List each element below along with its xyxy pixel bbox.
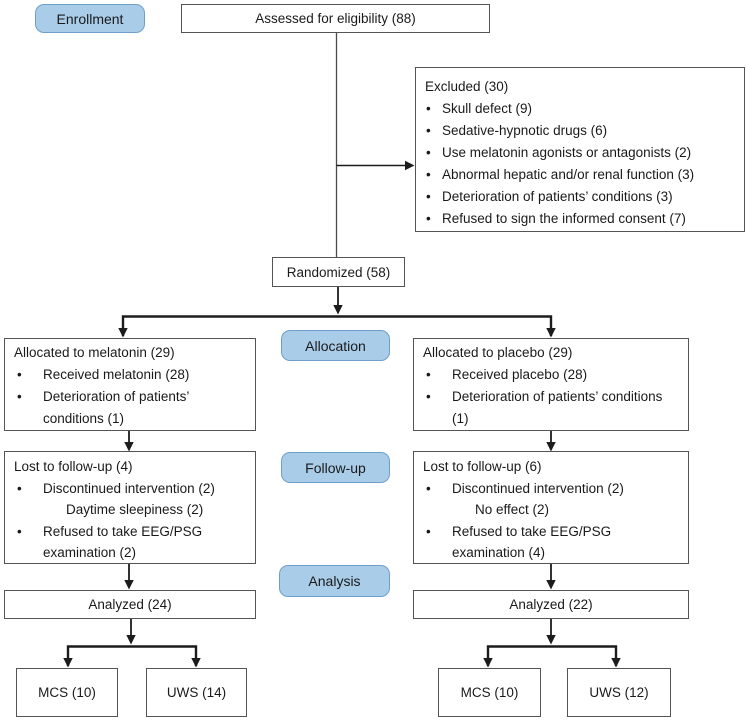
bullet-icon: • — [426, 389, 431, 404]
connector-left-bottom-bar — [66, 645, 198, 666]
connector-excluded-branch — [336, 160, 415, 171]
excluded-item: Refused to sign the informed consent (7) — [442, 211, 686, 226]
mcs-placebo-box: MCS (10) — [438, 668, 541, 717]
lost-item: Discontinued intervention (2) — [43, 480, 215, 496]
allocated-item: Received placebo (28) — [452, 367, 588, 382]
analyzed-melatonin-box: Analyzed (24) — [4, 590, 256, 619]
arrowhead-uws-right — [611, 658, 621, 668]
bullet-icon: • — [426, 145, 431, 160]
uws-melatonin-box: UWS (14) — [146, 668, 247, 717]
arrowhead-mcs-right — [483, 658, 493, 668]
bullet-icon: • — [17, 367, 22, 382]
bullet-icon: • — [426, 123, 431, 138]
list-item: • Refused to take EEG/PSG examination (2… — [14, 521, 249, 564]
lost-item-reason: Daytime sleepiness (2) — [66, 502, 204, 518]
list-item: • Deterioration of patients’ conditions … — [14, 386, 249, 430]
stage-label-allocation: Allocation — [281, 330, 390, 361]
excluded-item: Deterioration of patients’ conditions (3… — [442, 189, 673, 204]
list-item: • Discontinued intervention (2) — [14, 478, 249, 500]
stage-label-enrollment: Enrollment — [35, 4, 145, 33]
excluded-item: Abnormal hepatic and/or renal function (… — [442, 167, 695, 182]
lost-melatonin-title: Lost to follow-up (4) — [14, 459, 133, 474]
allocated-item: Deterioration of patients’ conditions (1… — [452, 389, 663, 426]
excluded-item: Skull defect (9) — [442, 101, 533, 116]
arrowhead-mcs-left — [63, 658, 73, 668]
mcs-melatonin-box: MCS (10) — [16, 668, 118, 717]
lost-item: Discontinued intervention (2) — [452, 480, 624, 496]
bullet-icon: • — [17, 480, 22, 496]
list-item: • Use melatonin agonists or antagonists … — [425, 142, 738, 164]
lost-followup-melatonin-box: Lost to follow-up (4) • Discontinued int… — [4, 451, 256, 564]
lost-item: Refused to take EEG/PSG examination (4) — [452, 523, 612, 561]
bullet-icon: • — [426, 101, 431, 116]
list-item: • Abnormal hepatic and/or renal function… — [425, 164, 738, 186]
arrowhead-alloc-left — [118, 328, 128, 338]
list-item: • Skull defect (9) — [425, 98, 738, 120]
stage-label-analysis: Analysis — [279, 565, 390, 597]
uws-placebo-box: UWS (12) — [567, 668, 671, 717]
connector-randomized-split — [333, 287, 343, 315]
bullet-icon: • — [17, 523, 22, 539]
bullet-icon: • — [17, 389, 22, 404]
bullet-icon: • — [426, 367, 431, 382]
excluded-item: Sedative-hypnotic drugs (6) — [442, 123, 608, 138]
list-item: • Received melatonin (28) — [14, 364, 249, 386]
lost-item: Refused to take EEG/PSG examination (2) — [43, 523, 203, 561]
bullet-icon: • — [426, 480, 431, 496]
lost-item-reason: No effect (2) — [475, 502, 550, 518]
connector-left-analyzed-split — [126, 619, 136, 645]
list-item: • Refused to take EEG/PSG examination (4… — [423, 521, 682, 564]
allocated-item: Deterioration of patients’ conditions (1… — [43, 389, 189, 426]
arrowhead-uws-left — [191, 658, 201, 668]
allocated-melatonin-title: Allocated to melatonin (29) — [14, 345, 175, 360]
list-item: • Sedative-hypnotic drugs (6) — [425, 120, 738, 142]
allocated-item: Received melatonin (28) — [43, 367, 190, 382]
stage-label-followup: Follow-up — [281, 452, 390, 483]
assessed-box: Assessed for eligibility (88) — [181, 4, 490, 33]
allocated-placebo-title: Allocated to placebo (29) — [423, 345, 573, 360]
list-item: • Deterioration of patients’ conditions … — [423, 386, 682, 430]
lost-followup-placebo-box: Lost to follow-up (6) • Discontinued int… — [413, 451, 689, 564]
bullet-icon: • — [426, 167, 431, 182]
analyzed-placebo-box: Analyzed (22) — [413, 590, 689, 619]
excluded-item: Use melatonin agonists or antagonists (2… — [442, 145, 692, 160]
allocated-melatonin-box: Allocated to melatonin (29) • Received m… — [4, 338, 256, 431]
excluded-box: Excluded (30) • Skull defect (9) • Sedat… — [415, 67, 745, 232]
bullet-icon: • — [426, 523, 431, 539]
allocated-placebo-box: Allocated to placebo (29) • Received pla… — [413, 338, 689, 431]
randomized-box: Randomized (58) — [272, 257, 405, 287]
list-item: • Refused to sign the informed consent (… — [425, 208, 738, 230]
lost-placebo-title: Lost to follow-up (6) — [423, 459, 542, 474]
list-item: • Received placebo (28) — [423, 364, 682, 386]
arrowhead-alloc-right — [546, 328, 556, 338]
connector-right-bottom-bar — [486, 645, 618, 666]
connector-right-analyzed-split — [546, 619, 556, 645]
list-item: • Discontinued intervention (2) — [423, 478, 682, 500]
bullet-icon: • — [426, 189, 431, 204]
excluded-title: Excluded (30) — [425, 79, 509, 94]
list-item: • Deterioration of patients’ conditions … — [425, 186, 738, 208]
bullet-icon: • — [426, 211, 431, 226]
